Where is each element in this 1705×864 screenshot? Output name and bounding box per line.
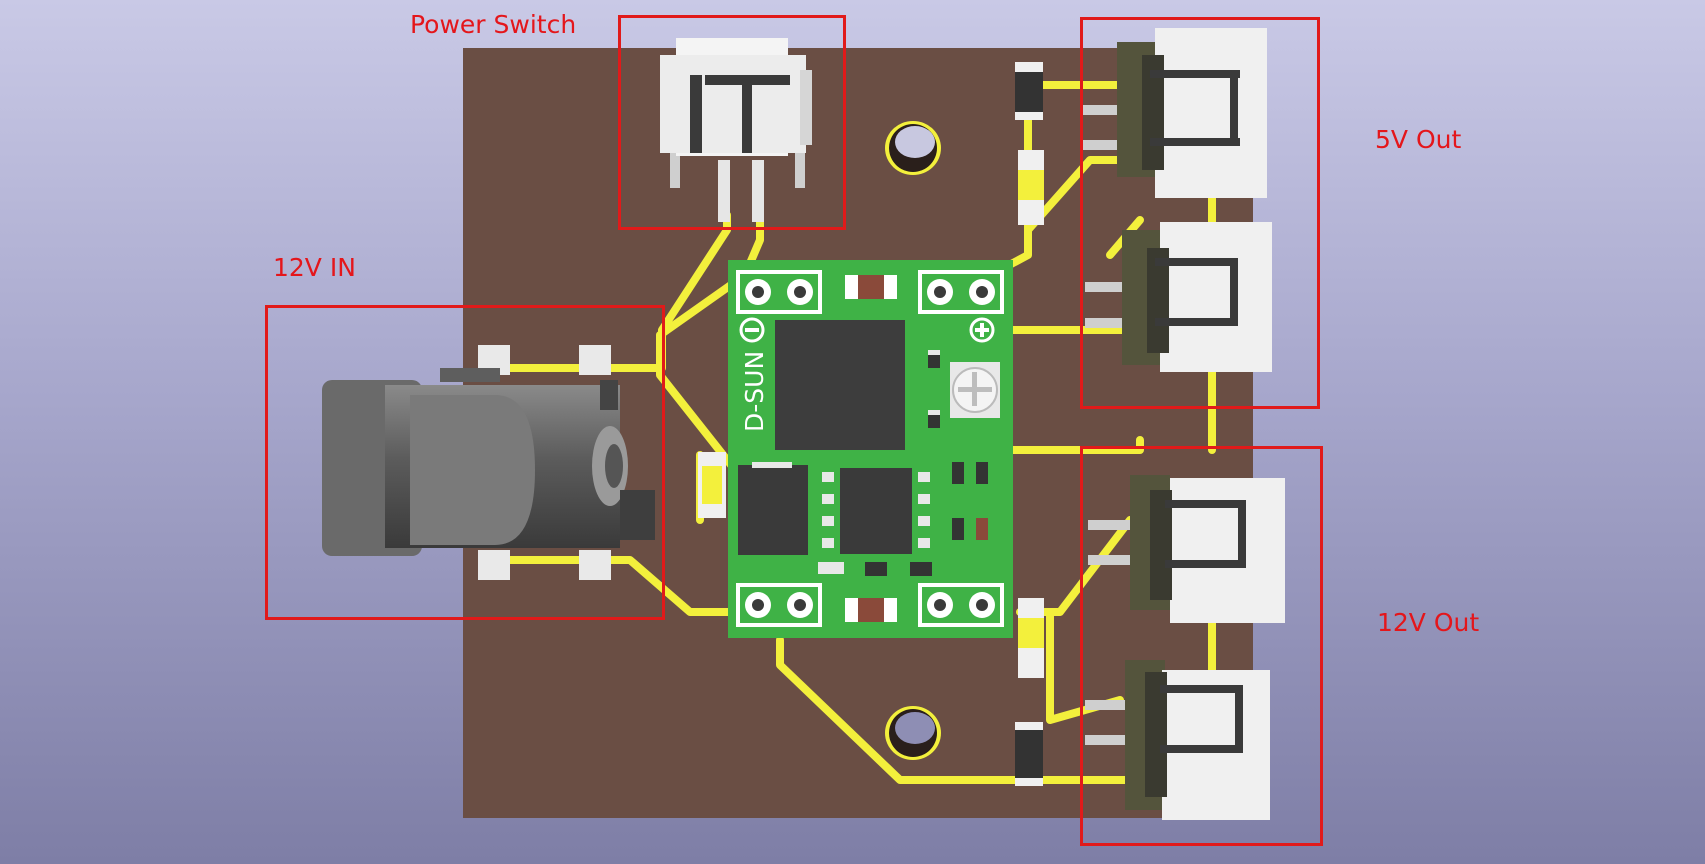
minus-circle-icon bbox=[739, 317, 765, 343]
power-switch-highlight-box bbox=[618, 15, 846, 230]
module-brand-silkscreen: D-SUN bbox=[740, 351, 769, 432]
smd-components bbox=[698, 62, 1044, 786]
mounting-hole-bottom bbox=[885, 706, 941, 760]
jst-connector-5v-b bbox=[1085, 222, 1272, 372]
power-switch-connector bbox=[660, 38, 812, 222]
jst-connector-5v-a bbox=[1080, 28, 1267, 198]
power-switch-label: Power Switch bbox=[410, 10, 577, 39]
output-12v-label: 12V Out bbox=[1377, 608, 1480, 637]
plus-circle-icon bbox=[969, 317, 995, 343]
input-12v-highlight-box bbox=[265, 305, 665, 620]
buck-converter-module: D-SUN bbox=[728, 260, 1013, 638]
barrel-jack-pads bbox=[478, 345, 611, 580]
module-pins bbox=[736, 270, 1004, 627]
input-12v-label: 12V IN bbox=[273, 253, 356, 282]
jst-connector-12v-b bbox=[1085, 660, 1270, 820]
barrel-jack bbox=[322, 368, 655, 556]
jst-connector-12v-a bbox=[1088, 475, 1285, 623]
output-5v-highlight-box bbox=[1080, 17, 1320, 409]
output-12v-highlight-box bbox=[1080, 446, 1323, 846]
mounting-hole-top bbox=[885, 121, 941, 175]
output-5v-label: 5V Out bbox=[1375, 125, 1462, 154]
